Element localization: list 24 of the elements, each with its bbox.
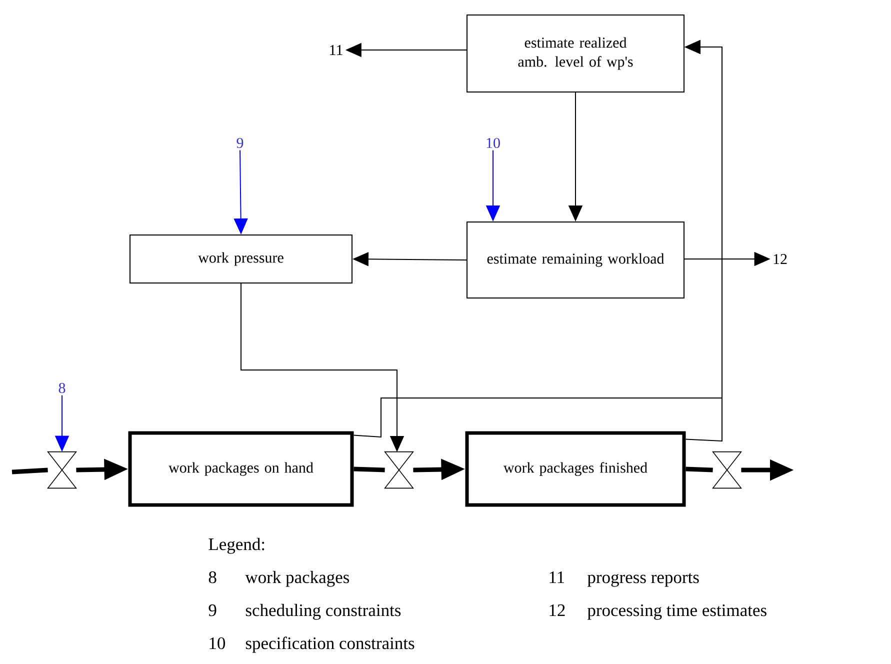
number-label: 10 bbox=[486, 138, 500, 148]
number-label: 9 bbox=[236, 138, 244, 148]
number-label: 8 bbox=[58, 382, 66, 394]
legend-number: 9 bbox=[208, 604, 216, 616]
legend-text: work packages bbox=[245, 570, 350, 587]
stock-box: work packages finished bbox=[465, 431, 686, 507]
legend-number: 10 bbox=[210, 637, 226, 650]
valve-symbol bbox=[46, 451, 78, 489]
legend-text: processing time estimates bbox=[588, 604, 766, 620]
legend-text: progress reports bbox=[588, 573, 699, 587]
legend-number: 11 bbox=[550, 571, 564, 583]
legend-text: specification constraints bbox=[246, 636, 414, 653]
valve-symbol bbox=[712, 451, 742, 489]
valve-symbol bbox=[384, 451, 414, 489]
number-label: 11 bbox=[330, 45, 342, 55]
legend-text: scheduling constraints bbox=[246, 604, 401, 620]
number-label: 12 bbox=[774, 254, 787, 264]
stock-box: work packages on hand bbox=[128, 431, 354, 507]
legend-number: 8 bbox=[208, 571, 216, 584]
legend-number: 12 bbox=[550, 604, 565, 616]
process-box: estimate realized amb. level of wp's bbox=[466, 14, 684, 92]
legend-heading: Legend: bbox=[208, 538, 264, 554]
process-box: work pressure bbox=[130, 234, 352, 284]
process-box: estimate remaining workload bbox=[466, 222, 684, 298]
